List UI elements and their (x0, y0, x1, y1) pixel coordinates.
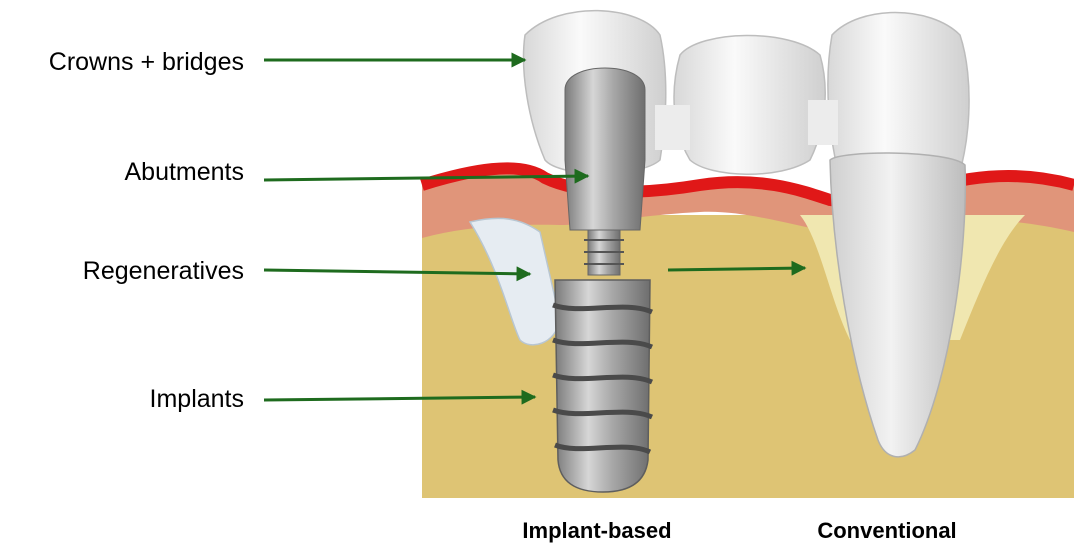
abutment-body (565, 68, 645, 230)
label-crowns-bridges: Crowns + bridges (49, 48, 244, 76)
implant-body (555, 280, 650, 492)
label-implants: Implants (150, 385, 244, 413)
arrow-regeneratives-natural (668, 268, 805, 270)
jaw-cross-section (422, 168, 1074, 498)
crown-middle (674, 35, 825, 174)
label-regeneratives: Regeneratives (83, 257, 244, 285)
label-abutments: Abutments (124, 158, 244, 186)
bridge-connector (808, 100, 838, 145)
bridge-connector (655, 105, 690, 150)
caption-implant-based: Implant-based (522, 518, 671, 543)
implant (553, 280, 652, 492)
caption-conventional: Conventional (817, 518, 956, 543)
